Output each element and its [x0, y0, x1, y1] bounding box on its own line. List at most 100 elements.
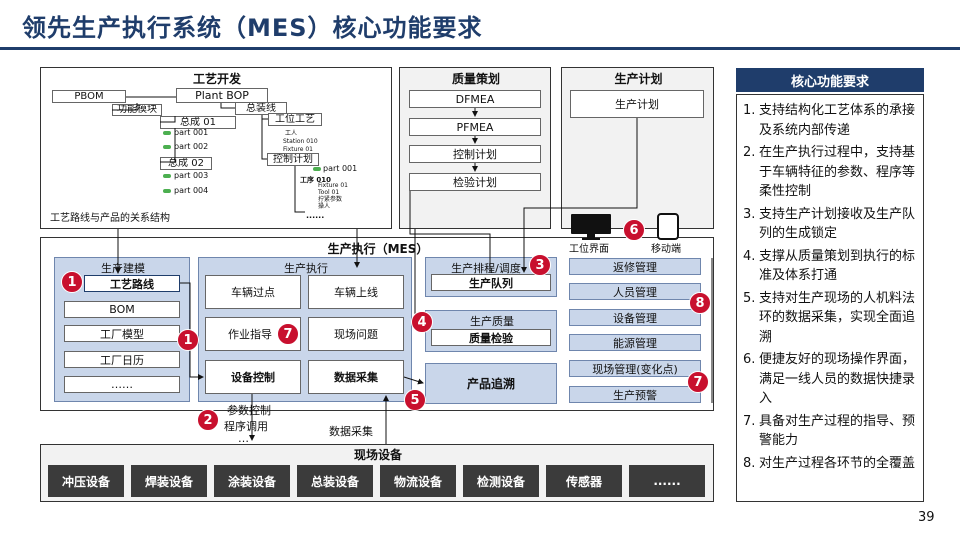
plant-bop-box: Plant BOP: [176, 88, 268, 103]
modeling-route: 工艺路线: [84, 275, 180, 292]
requirement-number: 7.: [743, 413, 756, 429]
requirement-number: 3.: [743, 206, 756, 222]
production-alert-box: 生产预警: [569, 386, 701, 403]
feature-badge: 6: [623, 219, 645, 241]
func-module-box: 功能模块: [112, 104, 162, 116]
part-label: part 003: [174, 171, 209, 180]
assy-line-box: 总装线: [235, 102, 287, 115]
equipment-control-box: 设备控制: [205, 360, 301, 394]
page-title: 领先生产执行系统（MES）核心功能要求: [22, 14, 483, 42]
feature-badge: 7: [277, 323, 299, 345]
station-ui-label: 工位界面: [569, 244, 609, 255]
data-collection-box: 数据采集: [308, 360, 404, 394]
process-caption: 工艺路线与产品的关系结构: [50, 213, 170, 224]
vehicle-pass-box: 车辆过点: [205, 275, 301, 309]
quality-inspection-box: 质量检验: [431, 329, 551, 346]
requirement-item: 7.具备对生产过程的指导、预警能力: [743, 412, 919, 451]
equipment-mgmt-box: 设备管理: [569, 309, 701, 326]
op-detail-list: Fixture 01 Tool 01 拧紧参数 操人: [318, 182, 348, 210]
requirement-number: 4.: [743, 248, 756, 264]
requirements-list: 1.支持结构化工艺体系的承接及系统内部传递 2.在生产执行过程中，支持基于车辆特…: [743, 101, 919, 473]
station-label: Station 010: [283, 138, 318, 145]
part-label: part 004: [174, 186, 209, 195]
op-010-label: 工序 010: [300, 176, 332, 184]
feature-badge: 3: [529, 254, 551, 276]
requirements-panel: 1.支持结构化工艺体系的承接及系统内部传递 2.在生产执行过程中，支持基于车辆特…: [736, 94, 924, 502]
component-icon: [163, 144, 171, 149]
more-equipment: ......: [629, 465, 705, 497]
modeling-calendar: 工厂日历: [64, 351, 180, 368]
dfmea-box: DFMEA: [409, 90, 541, 108]
control-plan-box: 控制计划: [267, 153, 319, 166]
energy-mgmt-box: 能源管理: [569, 334, 701, 351]
requirement-text: 支持对生产现场的人机料法环的数据采集，实现全面追溯: [759, 290, 916, 345]
requirements-title: 核心功能要求: [790, 74, 869, 90]
logistics-equipment: 物流设备: [380, 465, 456, 497]
component-icon: [313, 166, 321, 171]
repair-mgmt-box: 返修管理: [569, 258, 701, 275]
requirement-item: 3.支持生产计划接收及生产队列的生成锁定: [743, 205, 919, 244]
feature-badge: 8: [689, 292, 711, 314]
requirement-item: 4.支撑从质量策划到执行的标准及体系打通: [743, 247, 919, 286]
feature-badge: 7: [687, 371, 709, 393]
quality-planning-title: 质量策划: [451, 72, 500, 86]
requirement-text: 支撑从质量策划到执行的标准及体系打通: [759, 248, 916, 284]
field-devices-title: 现场设备: [353, 448, 402, 462]
requirement-number: 5.: [743, 290, 756, 306]
part-label: part 001: [174, 128, 209, 137]
control-plan-qp-box: 控制计划: [409, 145, 541, 163]
requirement-text: 支持结构化工艺体系的承接及系统内部传递: [759, 103, 916, 138]
assembly-equipment: 总装设备: [297, 465, 373, 497]
mes-title: 生产执行（MES）: [327, 242, 429, 256]
feature-badge: 4: [411, 311, 433, 333]
tablet-icon: [656, 213, 680, 245]
title-divider: [0, 47, 960, 50]
component-icon: [163, 188, 171, 193]
modeling-bom: BOM: [64, 301, 180, 318]
modeling-title: 生产建模: [101, 262, 145, 275]
requirement-number: 2.: [743, 145, 756, 160]
feature-badge: 5: [404, 389, 426, 411]
pbom-box: PBOM: [52, 90, 126, 103]
worker-label: 工人: [285, 130, 298, 137]
fixture-item: Fixture 01: [318, 182, 348, 189]
requirements-header: 核心功能要求: [736, 68, 924, 92]
person-item: 操人: [318, 203, 331, 210]
production-queue-box: 生产队列: [431, 274, 551, 291]
requirement-text: 便捷友好的现场操作界面，满足一线人员的数据快捷录入: [759, 352, 916, 406]
ellipsis-label: …: [238, 432, 249, 445]
part-row: part 003: [163, 171, 208, 180]
site-mgmt-box: 现场管理(变化点): [569, 360, 701, 377]
part-row: part 001: [163, 128, 208, 137]
param-control-label: 参数控制: [227, 404, 271, 417]
stamping-equipment: 冲压设备: [48, 465, 124, 497]
requirement-item: 8.对生产过程各环节的全覆盖: [743, 454, 919, 474]
site-issue-box: 现场问题: [308, 317, 404, 351]
execution-title: 生产执行: [284, 262, 328, 275]
product-tracing-box: 产品追溯: [425, 363, 557, 404]
modeling-more: ……: [64, 376, 180, 393]
quality-title: 生产质量: [470, 315, 514, 328]
component-icon: [163, 173, 171, 178]
mobile-label: 移动端: [651, 244, 681, 255]
component-icon: [163, 130, 171, 135]
inspection-plan-box: 检验计划: [409, 173, 541, 191]
requirement-text: 具备对生产过程的指导、预警能力: [759, 413, 916, 449]
vehicle-online-box: 车辆上线: [308, 275, 404, 309]
requirement-number: 6.: [743, 352, 756, 367]
part-label: part 002: [174, 142, 209, 151]
requirement-item: 1.支持结构化工艺体系的承接及系统内部传递: [743, 101, 919, 140]
requirement-text: 对生产过程各环节的全覆盖: [759, 455, 916, 471]
requirement-item: 5.支持对生产现场的人机料法环的数据采集，实现全面追溯: [743, 289, 919, 348]
data-collection-label: 数据采集: [329, 425, 373, 438]
modeling-factory: 工厂模型: [64, 325, 180, 342]
requirement-text: 在生产执行过程中，支持基于车辆特征的参数、程序等柔性控制: [759, 145, 916, 199]
requirement-text: 支持生产计划接收及生产队列的生成锁定: [759, 206, 916, 242]
welding-equipment: 焊装设备: [131, 465, 207, 497]
requirement-item: 6.便捷友好的现场操作界面，满足一线人员的数据快捷录入: [743, 350, 919, 409]
program-call-label: 程序调用: [224, 420, 268, 433]
requirement-number: 8.: [743, 455, 756, 471]
process-box: 工位工艺: [268, 113, 322, 126]
sensor-equipment: 传感器: [546, 465, 622, 497]
personnel-mgmt-box: 人员管理: [569, 283, 701, 300]
